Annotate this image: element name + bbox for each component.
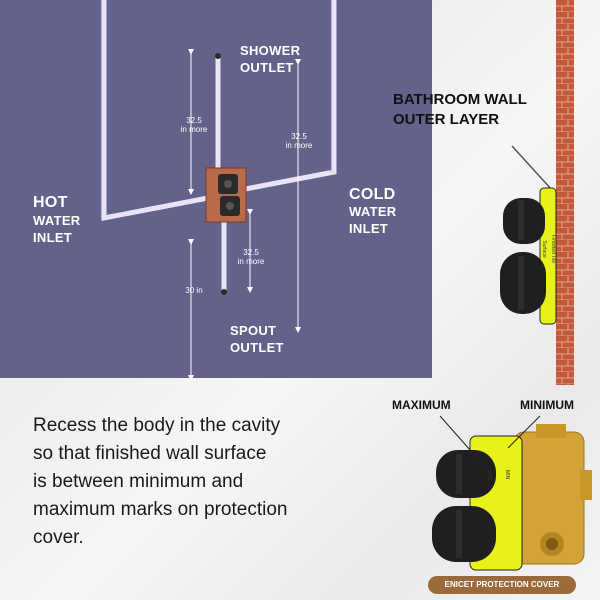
shower-outlet-label: SHOWER OUTLET xyxy=(240,43,301,75)
cover-marking-max: MAX xyxy=(486,470,492,481)
valve-body-product xyxy=(432,424,592,571)
dimension-left-upper: 32.5 in more xyxy=(180,116,208,134)
wall-pointer xyxy=(511,145,553,191)
bathroom-wall-label: BATHROOM WALL OUTER LAYER xyxy=(393,91,527,128)
cold-water-pipe xyxy=(237,0,337,193)
spout-outlet-cap xyxy=(221,289,227,295)
minimum-label: MINIMUM xyxy=(520,398,574,412)
dimension-right-upper: 32.5 in more xyxy=(285,132,313,150)
cover-marking-min: MIN xyxy=(504,470,510,480)
instruction-text: Recess the body in the cavity so that fi… xyxy=(33,415,288,548)
brick-wall xyxy=(556,0,574,385)
max-min-pointers xyxy=(439,415,541,469)
pipe-network xyxy=(101,0,337,293)
protection-cover-tag: ENICET PROTECTION COVER xyxy=(428,576,576,594)
mixer-valve xyxy=(205,167,247,223)
dimension-right-lower: 32.5 in more xyxy=(237,248,265,266)
hot-water-pipe xyxy=(101,0,211,222)
maximum-label: MAXIMUM xyxy=(392,398,451,412)
shower-outlet-cap xyxy=(215,53,221,59)
spout-outlet-label: SPOUT OUTLET xyxy=(230,323,284,355)
cover-marking-side: Finished Tile Surface xyxy=(541,234,556,264)
dimension-left-lower: 30 in xyxy=(185,286,203,295)
dimension-arrows xyxy=(188,49,301,381)
cold-water-inlet-label: COLD WATER INLET xyxy=(349,186,397,236)
protection-cover-side-view xyxy=(500,187,557,325)
hot-water-inlet-label: HOT WATER INLET xyxy=(33,194,81,245)
